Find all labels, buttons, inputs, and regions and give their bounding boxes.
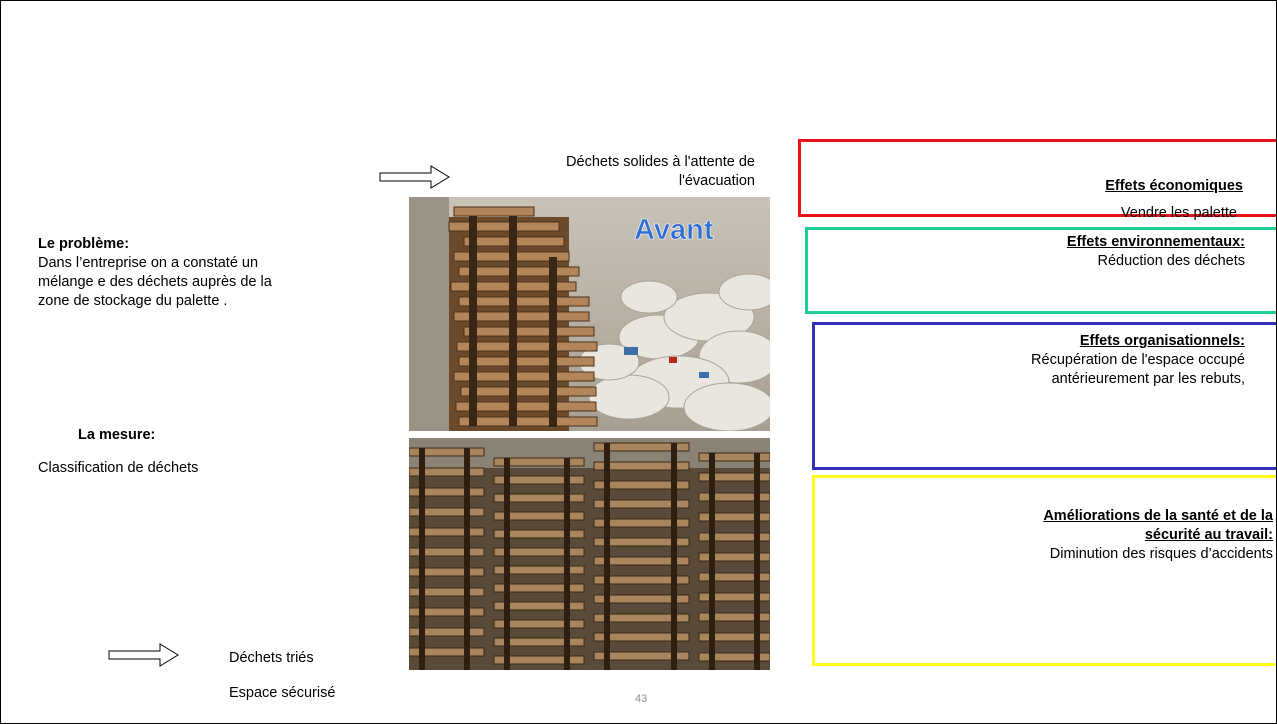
organizational-effects-box: Effets organisationnels: Récupération de… <box>812 322 1276 470</box>
health-safety-effects-text: Diminution des risques d’accidents <box>1049 546 1273 562</box>
health-safety-effects-title: Améliorations de la santé et de la <box>1043 508 1273 524</box>
caption-line: l'évacuation <box>678 173 755 189</box>
organizational-effects-text: antérieurement par les rebuts, <box>1051 371 1245 387</box>
measure-title: La mesure: <box>78 427 156 443</box>
economic-effects-text: Vendre les palette <box>1120 205 1237 221</box>
before-label: Avant <box>634 214 714 246</box>
result-sorted: Déchets triés <box>229 650 314 666</box>
organizational-effects-title: Effets organisationnels: <box>1079 333 1245 349</box>
health-safety-effects-box: Améliorations de la santé et de la sécur… <box>812 475 1276 666</box>
before-photo: Avant <box>409 197 770 431</box>
photo-caption: Déchets solides à l'attente de l'évacuat… <box>471 153 755 191</box>
after-photo <box>409 438 770 670</box>
health-safety-effects-title: sécurité au travail: <box>1144 527 1273 543</box>
arrow-right-icon <box>379 165 450 189</box>
economic-effects-title: Effets économiques <box>1105 178 1243 194</box>
arrow-right-icon <box>108 643 179 667</box>
problem-title: Le problème: <box>38 236 130 252</box>
caption-line: Déchets solides à l'attente de <box>566 154 755 170</box>
environmental-effects-box: Effets environnementaux: Réduction des d… <box>805 227 1276 314</box>
result-secured: Espace sécurisé <box>229 685 336 701</box>
problem-block: Le problème: Dans l’entreprise on a cons… <box>38 235 368 311</box>
economic-effects-box: Effets économiques Vendre les palette <box>798 139 1276 221</box>
environmental-effects-text: Réduction des déchets <box>1097 253 1245 269</box>
environmental-effects-title: Effets environnementaux: <box>1066 234 1245 250</box>
measure-text: Classification de déchets <box>38 460 199 476</box>
problem-text: mélange e des déchets auprès de la <box>38 274 272 290</box>
organizational-effects-text: Récupération de l'espace occupé <box>1031 352 1245 368</box>
problem-text: zone de stockage du palette . <box>38 293 228 309</box>
page-number: 43 <box>635 693 648 705</box>
problem-text: Dans l’entreprise on a constaté un <box>38 255 259 271</box>
